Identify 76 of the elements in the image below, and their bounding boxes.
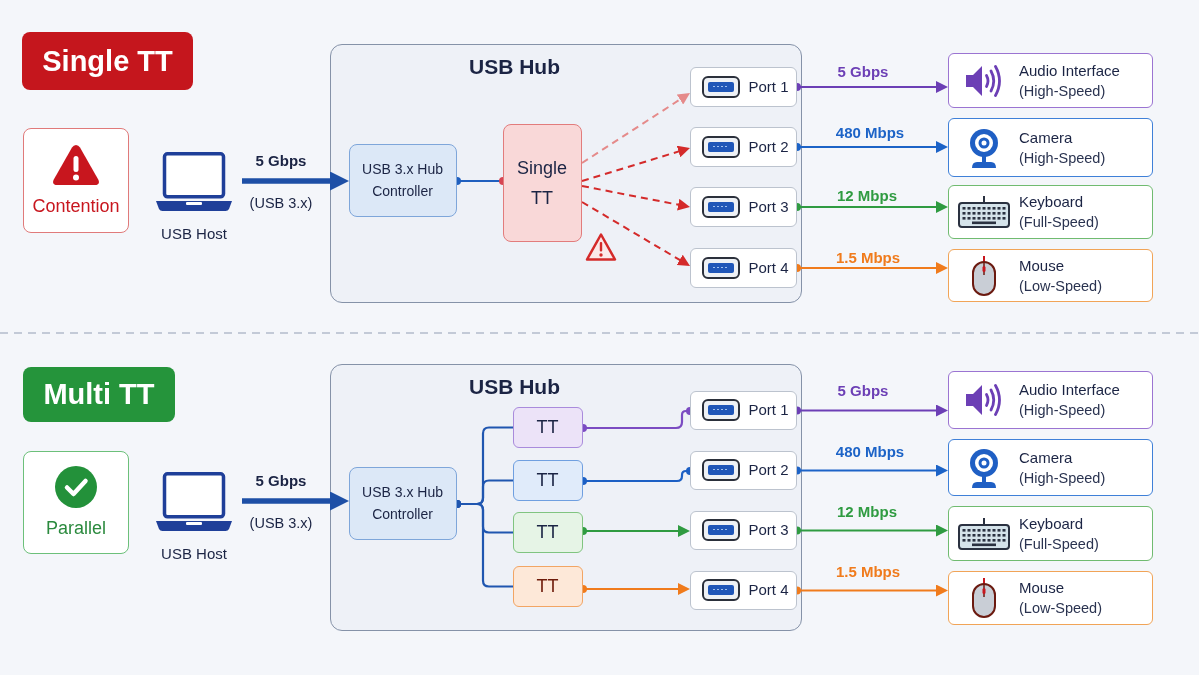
port-box — [689, 126, 797, 167]
hub-panel — [330, 364, 802, 631]
port-box — [689, 247, 797, 288]
port-label: Port 3 — [748, 520, 789, 540]
arrow — [581, 145, 690, 182]
port-box — [689, 390, 797, 430]
arrow — [242, 171, 349, 191]
device-name: Keyboard — [1019, 513, 1085, 534]
translator-label: TT — [536, 521, 559, 543]
section-title: Single TT — [42, 46, 173, 76]
section-banner — [22, 32, 193, 90]
port-box — [689, 66, 797, 107]
device-name: Audio Interface — [1019, 60, 1120, 81]
port-box — [689, 570, 797, 610]
controller-block — [348, 143, 457, 217]
host-label: USB Host — [161, 224, 227, 244]
status-label: Contention — [32, 195, 120, 217]
device-name: Mouse — [1019, 255, 1066, 276]
device-name: Camera — [1019, 447, 1074, 468]
port-label: Port 3 — [748, 196, 789, 217]
arrow — [242, 491, 349, 511]
translator-block — [502, 123, 582, 242]
port-label: Port 4 — [748, 580, 789, 600]
speed-class: (Full-Speed) — [1019, 213, 1099, 232]
controller-block — [348, 466, 457, 540]
port-label: Port 1 — [748, 400, 789, 420]
device-box — [948, 371, 1153, 429]
port-box — [689, 186, 797, 227]
device-box — [948, 53, 1153, 108]
translator-label: TT — [536, 416, 559, 438]
speed-class: (High-Speed) — [1019, 148, 1106, 168]
host-label: USB Host — [161, 544, 227, 564]
section-banner — [23, 367, 175, 422]
device-box — [948, 506, 1153, 561]
translator-block — [512, 459, 583, 501]
device-box — [948, 249, 1153, 302]
speed-class: (Low-Speed) — [1019, 276, 1102, 296]
translator-block — [512, 406, 583, 448]
hub-panel — [330, 44, 802, 303]
interface-note: (USB 3.x) — [249, 513, 313, 533]
speed-class: (High-Speed) — [1019, 468, 1106, 488]
device-name: Audio Interface — [1019, 380, 1120, 400]
translator-label: TT — [536, 575, 559, 597]
status-label: Parallel — [46, 517, 106, 539]
speed-class: (Low-Speed) — [1019, 599, 1102, 618]
translator-block — [512, 565, 583, 607]
device-box — [948, 118, 1153, 177]
section-title: Multi TT — [43, 380, 155, 409]
speed-class: (Full-Speed) — [1019, 534, 1099, 554]
port-box — [689, 450, 797, 490]
status-card — [23, 451, 129, 554]
device-name: Keyboard — [1019, 192, 1085, 212]
translator-label: Single TT — [515, 156, 568, 210]
device-name: Mouse — [1019, 578, 1066, 598]
port-box — [689, 510, 797, 550]
device-box — [948, 439, 1153, 496]
arrow — [581, 93, 690, 164]
speed-class: (High-Speed) — [1019, 401, 1107, 420]
port-label: Port 2 — [748, 460, 789, 480]
port-label: Port 2 — [748, 136, 789, 157]
port-label: Port 1 — [748, 76, 789, 97]
device-name: Camera — [1019, 127, 1074, 148]
translator-block — [512, 511, 583, 553]
device-box — [948, 185, 1153, 239]
hub-title: USB Hub — [469, 54, 560, 80]
controller-label: USB 3.x Hub Controller — [361, 483, 444, 524]
controller-label: USB 3.x Hub Controller — [361, 160, 444, 201]
device-box — [948, 571, 1153, 625]
speed-class: (High-Speed) — [1019, 81, 1107, 101]
translator-label: TT — [536, 469, 559, 491]
arrow — [581, 201, 690, 266]
interface-note: (USB 3.x) — [249, 193, 313, 213]
status-card — [23, 128, 129, 233]
arrow — [581, 185, 690, 211]
hub-title: USB Hub — [469, 374, 560, 400]
port-label: Port 4 — [748, 257, 789, 278]
